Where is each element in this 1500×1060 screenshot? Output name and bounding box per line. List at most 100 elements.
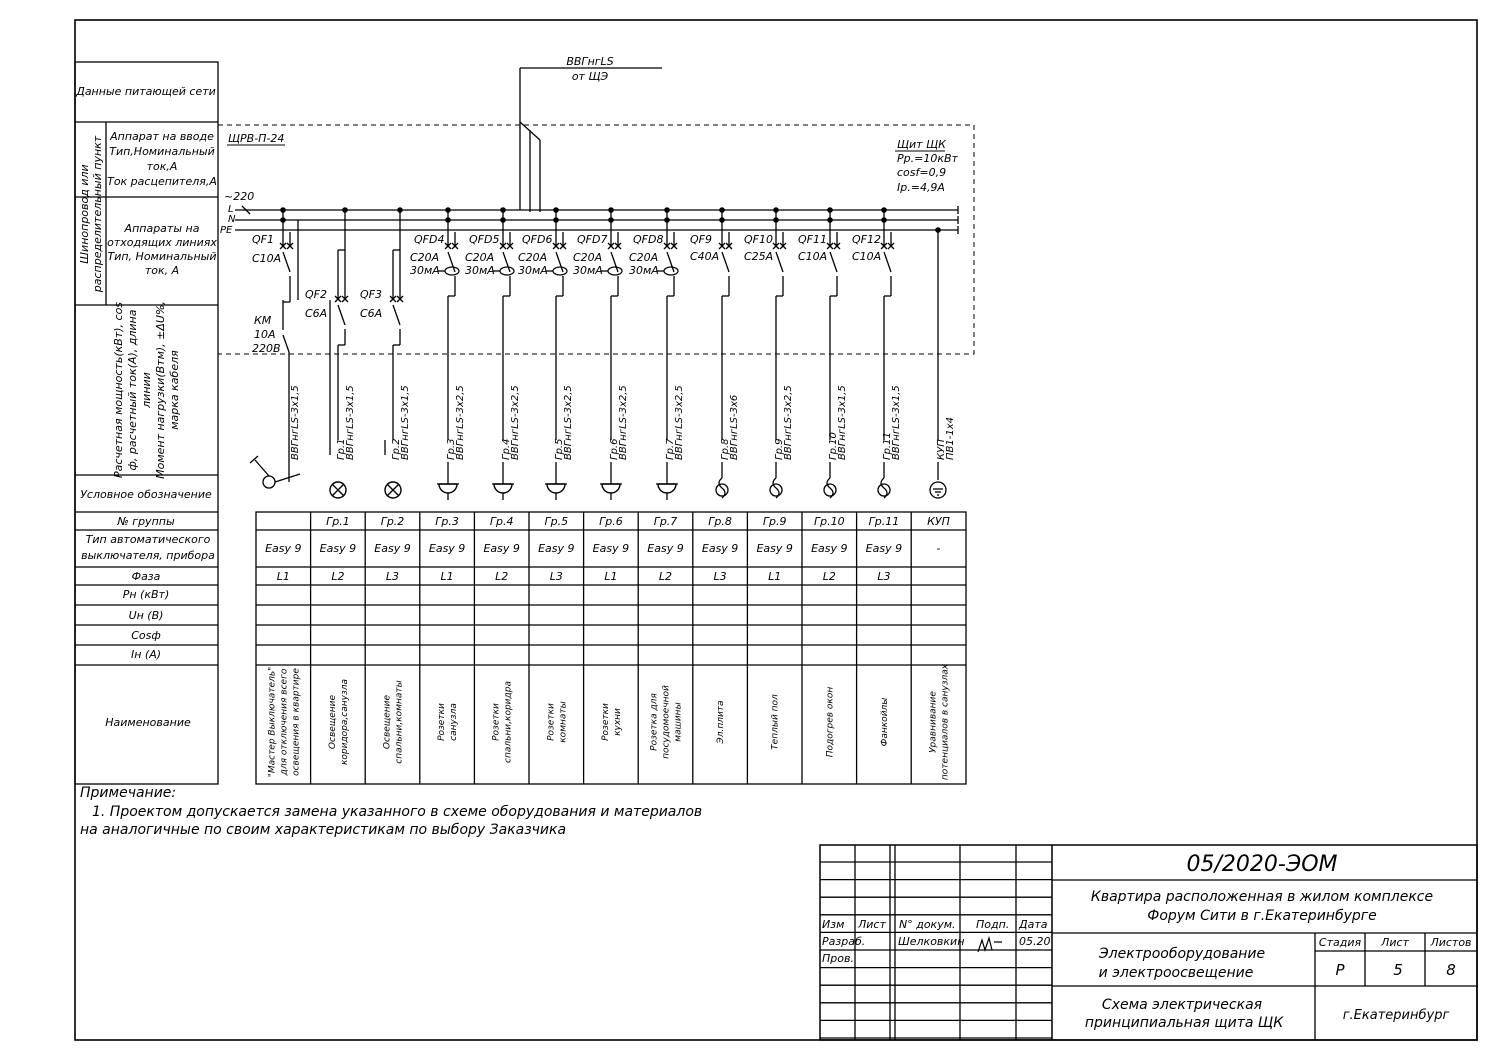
phase-value: L2 [659,570,672,583]
in-label: Iн (А) [131,648,161,661]
device-rating-qf9: С40А [690,250,719,263]
breaker-type: Easy 9 [429,542,465,555]
group-name: Уравнивание [929,691,939,753]
group-name: потенциалов в санузлах [941,663,951,780]
device-rating-qfd6: С20А [518,251,547,264]
note-line-2: на аналогичные по своим характеристикам … [80,822,566,838]
group-name: Розетки [546,703,556,741]
breaker-type: Easy 9 [647,542,683,555]
cable-mark-label: ВВГнгLS-3х2,5 [618,385,629,460]
stamp-row-check: Пров. [822,952,854,965]
breaker-contact [666,251,675,273]
stamp-object-2: Форум Сити в г.Екатеринбурге [1147,908,1376,924]
group-number: Гр.1 [326,515,350,528]
group-number: Гр.5 [544,515,568,528]
calc-block-label: Момент нагрузки(Втм), ±ΔU%, [154,301,167,479]
group-no-label: № группы [116,515,175,528]
device-rating-qfd5: С20А [465,251,494,264]
input-device-label: ток,А [147,160,178,173]
group-name: Розетки [437,703,447,741]
note-title: Примечание: [80,785,176,801]
side-label-2: распределительный пункт [91,135,104,293]
breaker-type: Easy 9 [702,542,738,555]
device-name-qfd4: QFD4 [414,233,444,246]
group-number: Гр.7 [654,515,678,528]
cable-mark-label: ВВГнгLS-3х2,5 [674,385,685,460]
breaker-cross [444,242,452,250]
group-name: кухни [613,708,623,736]
switch-symbol [254,459,270,477]
heater-symbol [823,483,837,497]
group-number: Гр.11 [869,515,900,528]
device-name-qfd6: QFD6 [522,233,552,246]
phase-label: Фаза [132,570,161,583]
cable-group-label: Гр.11 [882,432,893,460]
outgoing-devices-label: ток, А [145,264,179,277]
device-rating-qfd8: С20А [629,251,658,264]
device-leak-qfd5: 30мА [465,264,495,277]
rcd-sensor [499,266,515,276]
panel-cosf: cosf=0,9 [897,166,946,179]
panel-pr: Рр.=10кВт [897,152,959,165]
breaker-contact [883,251,892,273]
group-name: Освещение [328,694,338,749]
un-label: Uн (В) [129,609,164,622]
bus-tick [241,205,251,215]
group-name: машины [674,702,684,741]
phase-value: L2 [331,570,344,583]
group-name: посудомоечной [662,685,672,759]
outgoing-devices-label: отходящих линиях [107,236,217,249]
device-rating-qf2: С6А [305,307,327,320]
stamp-section-1: Электрооборудование [1098,946,1265,962]
phase-value: L2 [823,570,836,583]
breaker-cross [396,295,404,303]
group-name: освещения в квартире [291,668,301,776]
cable-mark-label: ВВГнгLS-3х1,5 [345,385,356,460]
breaker-cross [718,242,726,250]
heater-symbol [769,483,783,497]
cable-group-label: Гр.1 [336,439,347,460]
bus-n: N [228,214,236,225]
cable-group-label: КУП [936,439,947,460]
group-name: Розетки [601,703,611,741]
lamp-symbol [329,481,347,499]
socket-symbol [546,483,566,494]
cable-group-label: Гр.5 [554,439,565,460]
breaker-cross [389,295,397,303]
side-label-1: Шинопровод или [78,164,91,263]
lamp-symbol [384,481,402,499]
cable-mark-label: ВВГнгLS-3х1,5 [400,385,411,460]
stamp-doc-code: 05/2020-ЭОМ [1187,852,1338,877]
group-number: Гр.8 [708,515,732,528]
device-name-qfd8: QFD8 [633,233,663,246]
bus-l: L [228,204,234,215]
signature [977,935,1002,953]
group-name: Освещение [383,694,393,749]
cable-group-label: Гр.7 [665,438,676,460]
stamp-col-izm: Изм [822,918,844,931]
cable-mark-label: ВВГнгLS-3х6 [729,395,740,460]
phase-value: L3 [550,570,563,583]
stamp-col-doc: N° докум. [899,918,956,931]
switch-symbol [249,455,259,464]
contactor-contact [282,334,290,353]
breaker-type: Easy 9 [374,542,410,555]
stamp-sheet: 5 [1393,961,1403,979]
breaker-cross [607,242,615,250]
cable-group-label: Гр.10 [828,432,839,460]
group-name: "Мастер Выключатель" [267,667,277,778]
breaker-type-label: выключателя, прибора [81,549,215,562]
cable-group-label: Гр.8 [720,439,731,460]
calc-block-label: Расчетная мощность(кВт), cos [112,302,125,478]
cable-mark-label: ВВГнгLS-3х1,5 [891,385,902,460]
socket-symbol [438,483,458,494]
rcd-sensor [607,266,623,276]
breaker-type: Easy 9 [483,542,519,555]
device-leak-qfd4: 30мА [410,264,440,277]
cable-group-label: Гр.3 [446,439,457,460]
group-name: Теплый пол [771,694,781,750]
device-name-qfd7: QFD7 [577,233,607,246]
calc-block-label: марка кабеля [168,350,181,430]
calc-block-label: ф, расчетный ток(А), длина [126,309,139,470]
